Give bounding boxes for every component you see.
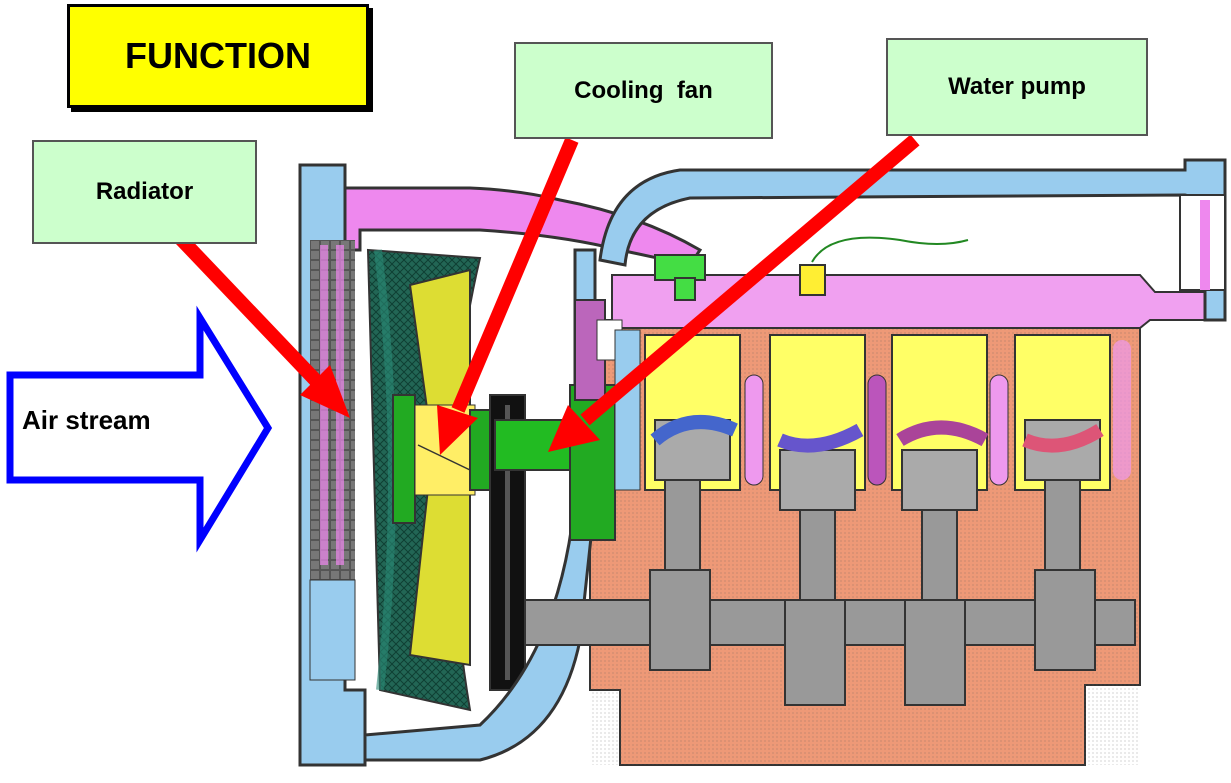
thermostat-housing [674, 277, 696, 301]
air-stream-arrow [6, 305, 273, 553]
cooling-fan-arrow [437, 137, 579, 455]
bypass-pipe [598, 158, 1227, 322]
thermostat [654, 254, 706, 281]
radiator [298, 163, 367, 767]
radiator-arrow [174, 233, 350, 418]
label-radiator: Radiator [32, 140, 257, 244]
crankshaft [524, 569, 1136, 706]
temperature-sensor [799, 264, 826, 296]
water-jacket [614, 329, 641, 491]
label-air-stream: Air stream [22, 405, 151, 435]
lower-radiator-hose [363, 248, 597, 762]
label-cooling-fan: Cooling fan [514, 42, 773, 139]
sensor-wire [811, 236, 969, 263]
label-water-pump: Water pump [886, 38, 1148, 136]
upper-radiator-hose [306, 163, 703, 267]
title-function: FUNCTION [67, 4, 369, 108]
water-pump-arrow [548, 134, 920, 452]
pointer-arrows [174, 134, 920, 455]
